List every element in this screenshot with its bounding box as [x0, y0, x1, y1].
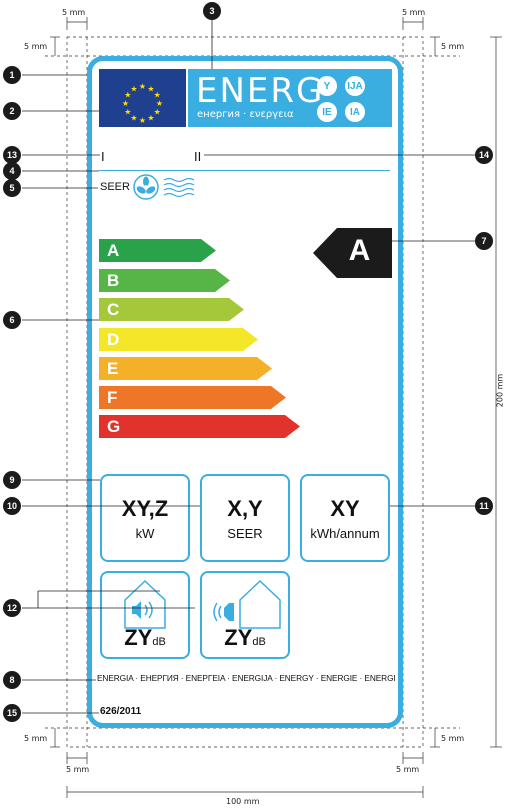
regulation-number: 626/2011 — [100, 706, 142, 717]
lang-circle-ie: IE — [317, 102, 337, 122]
svg-text:★: ★ — [154, 108, 161, 117]
supplier-divider — [99, 170, 390, 171]
seer-value: X,Y — [227, 496, 263, 521]
dim-bottom-right: 5 mm — [396, 765, 420, 774]
svg-text:★: ★ — [139, 116, 146, 125]
outdoor-sound-value: ZYdB — [224, 625, 266, 650]
callout-7: 7 — [475, 232, 493, 250]
callout-4: 4 — [3, 162, 21, 180]
callout-1: 1 — [3, 66, 21, 84]
callout-5: 5 — [3, 179, 21, 197]
lang-circle-ija: IJA — [345, 76, 365, 96]
supplier-name: I — [101, 149, 105, 164]
callout-3: 3 — [203, 2, 221, 20]
callout-12: 12 — [3, 599, 21, 617]
callout-8: 8 — [3, 671, 21, 689]
svg-text:★: ★ — [154, 91, 161, 100]
model-identifier: II — [194, 149, 202, 164]
scale-bar-b: B — [99, 269, 230, 292]
svg-text:★: ★ — [130, 84, 137, 93]
scale-bar-a: A — [99, 239, 216, 262]
energy-logo-banner: ENERG енергия · ενεργεια Y IJA IE IA — [188, 69, 392, 127]
callout-2: 2 — [3, 102, 21, 120]
lang-circle-y: Y — [317, 76, 337, 96]
seer-unit: SEER — [227, 526, 263, 541]
scale-bar-g: G — [99, 415, 300, 438]
annual-consumption-unit: kWh/annum — [310, 526, 380, 541]
dim-side-top-left: 5 mm — [24, 42, 48, 51]
energ-word: ENERG — [196, 71, 325, 111]
callout-11: 11 — [475, 497, 493, 515]
callout-15: 15 — [3, 704, 21, 722]
fan-icon — [133, 174, 159, 200]
energ-subtitle: енергия · ενεργεια — [197, 109, 294, 120]
dim-side-bottom-left: 5 mm — [24, 734, 48, 743]
svg-text:★: ★ — [122, 99, 129, 108]
scale-bar-c: C — [99, 298, 244, 321]
callout-14: 14 — [475, 146, 493, 164]
callout-6: 6 — [3, 311, 21, 329]
seer-value-box: X,Y SEER — [200, 474, 290, 562]
scale-bar-f: F — [99, 386, 286, 409]
indoor-sound-value: ZYdB — [124, 625, 166, 650]
svg-text:★: ★ — [139, 82, 146, 91]
scale-bar-e: E — [99, 357, 272, 380]
indoor-sound-icon — [124, 579, 166, 629]
eu-stars-icon: ★ ★ ★ ★ ★ ★ ★ ★ ★ ★ ★ ★ — [122, 82, 163, 125]
dim-top-left: 5 mm — [62, 8, 86, 17]
dim-side-top-right: 5 mm — [441, 42, 465, 51]
annual-consumption-value: XY — [330, 496, 360, 521]
cooling-capacity-value: XY,Z — [121, 496, 169, 521]
scale-bar-d: D — [99, 328, 258, 351]
dim-total-width: 100 mm — [226, 797, 260, 806]
outdoor-sound-icon — [213, 579, 281, 629]
indoor-sound-box: ZYdB — [100, 571, 190, 659]
cooling-wind-icon — [163, 177, 195, 198]
annual-consumption-box: XY kWh/annum — [300, 474, 390, 562]
lang-circle-ia: IA — [345, 102, 365, 122]
eu-flag: ★ ★ ★ ★ ★ ★ ★ ★ ★ ★ ★ ★ — [99, 69, 186, 127]
svg-text:★: ★ — [147, 114, 154, 123]
callout-9: 9 — [3, 471, 21, 489]
cooling-capacity-box: XY,Z kW — [100, 474, 190, 562]
callout-10: 10 — [3, 497, 21, 515]
dim-top-right: 5 mm — [402, 8, 426, 17]
svg-text:★: ★ — [147, 84, 154, 93]
callout-13: 13 — [3, 146, 21, 164]
svg-text:★: ★ — [130, 114, 137, 123]
svg-text:★: ★ — [156, 99, 163, 108]
svg-text:★: ★ — [124, 91, 131, 100]
dim-bottom-left: 5 mm — [66, 765, 90, 774]
class-indicator-letter: A — [348, 234, 371, 267]
cooling-capacity-unit: kW — [135, 526, 155, 541]
outdoor-sound-box: ZYdB — [200, 571, 290, 659]
dim-side-bottom-right: 5 mm — [441, 734, 465, 743]
energy-words-line: ENERGIA · ЕНЕРГИЯ · ΕΝΕΡΓΕΙΑ · ENERGIJA … — [97, 673, 396, 683]
svg-text:★: ★ — [124, 108, 131, 117]
seer-label: SEER — [100, 181, 130, 193]
